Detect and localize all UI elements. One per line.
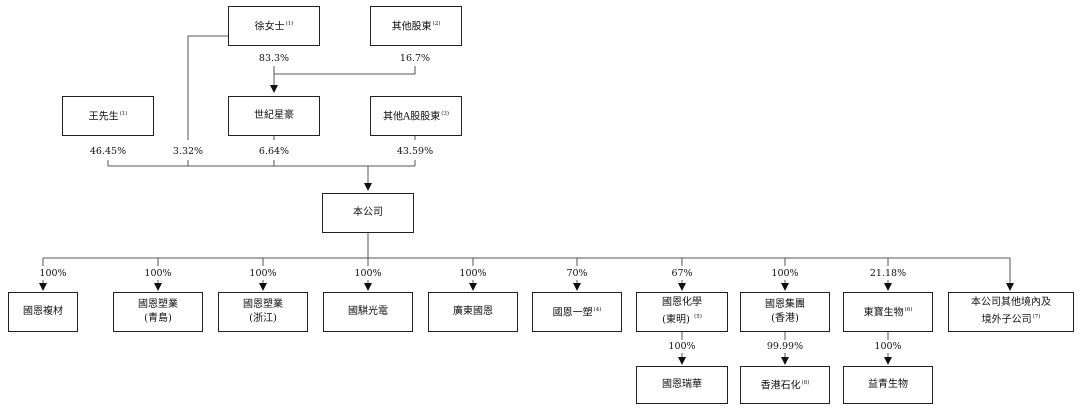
node-label: 其他A股股東 (382, 111, 441, 123)
node-label: 國恩一塑 (552, 307, 593, 319)
node-mr-wang: 王先生(1) (62, 96, 154, 136)
node-label-line1: 本公司其他境內及 (971, 297, 1051, 309)
pct-sub-9: 21.18% (869, 268, 907, 279)
pct-wang-to-company: 46.45% (89, 146, 127, 157)
node-sub-9: 東寶生物(6) (843, 292, 933, 332)
node-label: 國恩複材 (23, 306, 63, 317)
pct-sub-3: 100% (249, 268, 277, 279)
node-sub-5: 廣東國恩 (428, 292, 518, 332)
node-label-line2: (香港) (771, 313, 799, 324)
node-label: 益青生物 (868, 379, 908, 390)
node-sub-8: 國恩集團 (香港) (740, 292, 830, 332)
footnote-ref: (1) (119, 111, 128, 118)
node-label-line2: (青島) (144, 313, 172, 324)
footnote-ref: (5) (694, 314, 702, 321)
node-label-line2: (浙江) (249, 313, 277, 324)
node-other-shareholders: 其他股東(2) (370, 6, 462, 46)
pct-sub-6: 70% (566, 268, 588, 279)
node-label-line2: 境外子公司 (981, 314, 1032, 326)
node-label: 東寶生物 (863, 307, 904, 319)
node-sub-2: 國恩塑業 (青島) (113, 292, 203, 332)
node-label-line1: 國恩塑業 (138, 299, 178, 310)
node-label: 世紀星豪 (254, 110, 294, 121)
node-gs-2: 香港石化(8) (740, 366, 830, 404)
node-label: 香港石化 (760, 380, 801, 392)
footnote-ref: (2) (432, 21, 441, 28)
node-label: 其他股東 (391, 21, 432, 33)
footnote-ref: (3) (441, 111, 450, 118)
connector-xu-direct (187, 35, 228, 140)
footnote-ref: (1) (285, 21, 294, 28)
pct-sub-8: 100% (771, 268, 799, 279)
node-sub-7: 國恩化學 (東明) (5) (636, 292, 728, 332)
node-label-line1: 國恩集團 (765, 299, 805, 310)
node-sub-1: 國恩複材 (8, 292, 78, 332)
footnote-ref: (8) (801, 380, 810, 387)
pct-xu-to-company: 3.32% (172, 146, 204, 157)
footnote-ref: (6) (904, 307, 913, 314)
node-sub-3: 國恩塑業 (浙江) (218, 292, 308, 332)
node-gs-3: 益青生物 (843, 366, 933, 404)
pct-sub-2: 100% (144, 268, 172, 279)
node-label-line2: (東明) (662, 314, 690, 326)
node-sub-10: 本公司其他境內及 境外子公司(7) (948, 292, 1074, 332)
connector-other-to-xinghao (274, 66, 416, 75)
pct-gs-2: 99.99% (766, 341, 804, 352)
pct-xu-to-xinghao: 83.3% (258, 53, 290, 64)
node-label: 國恩瑞華 (662, 379, 702, 390)
pct-sub-7: 67% (671, 268, 693, 279)
node-label: 本公司 (353, 207, 383, 218)
pct-other-a-to-company: 43.59% (396, 146, 434, 157)
node-other-a-shareholders: 其他A股股東(3) (370, 96, 462, 136)
node-sub-6: 國恩一塑(4) (532, 292, 622, 332)
pct-xinghao-to-company: 6.64% (258, 146, 290, 157)
node-label: 國騏光電 (348, 306, 388, 317)
footnote-ref: (7) (1032, 314, 1041, 321)
pct-sub-1: 100% (39, 268, 67, 279)
node-label-line1: 國恩化學 (662, 297, 702, 309)
node-label: 王先生 (88, 111, 119, 123)
pct-other-to-xinghao: 16.7% (399, 53, 431, 64)
pct-gs-1: 100% (668, 341, 696, 352)
node-gs-1: 國恩瑞華 (636, 366, 728, 404)
node-label-line1: 國恩塑業 (243, 299, 283, 310)
pct-gs-3: 100% (874, 341, 902, 352)
node-sub-4: 國騏光電 (323, 292, 413, 332)
node-label: 廣東國恩 (453, 306, 493, 317)
footnote-ref: (4) (593, 307, 602, 314)
node-ms-xu: 徐女士(1) (228, 6, 320, 46)
pct-sub-4: 100% (354, 268, 382, 279)
pct-sub-5: 100% (459, 268, 487, 279)
node-company: 本公司 (322, 193, 414, 233)
node-label: 徐女士 (254, 21, 285, 33)
node-century-xinghao: 世紀星豪 (228, 96, 320, 136)
